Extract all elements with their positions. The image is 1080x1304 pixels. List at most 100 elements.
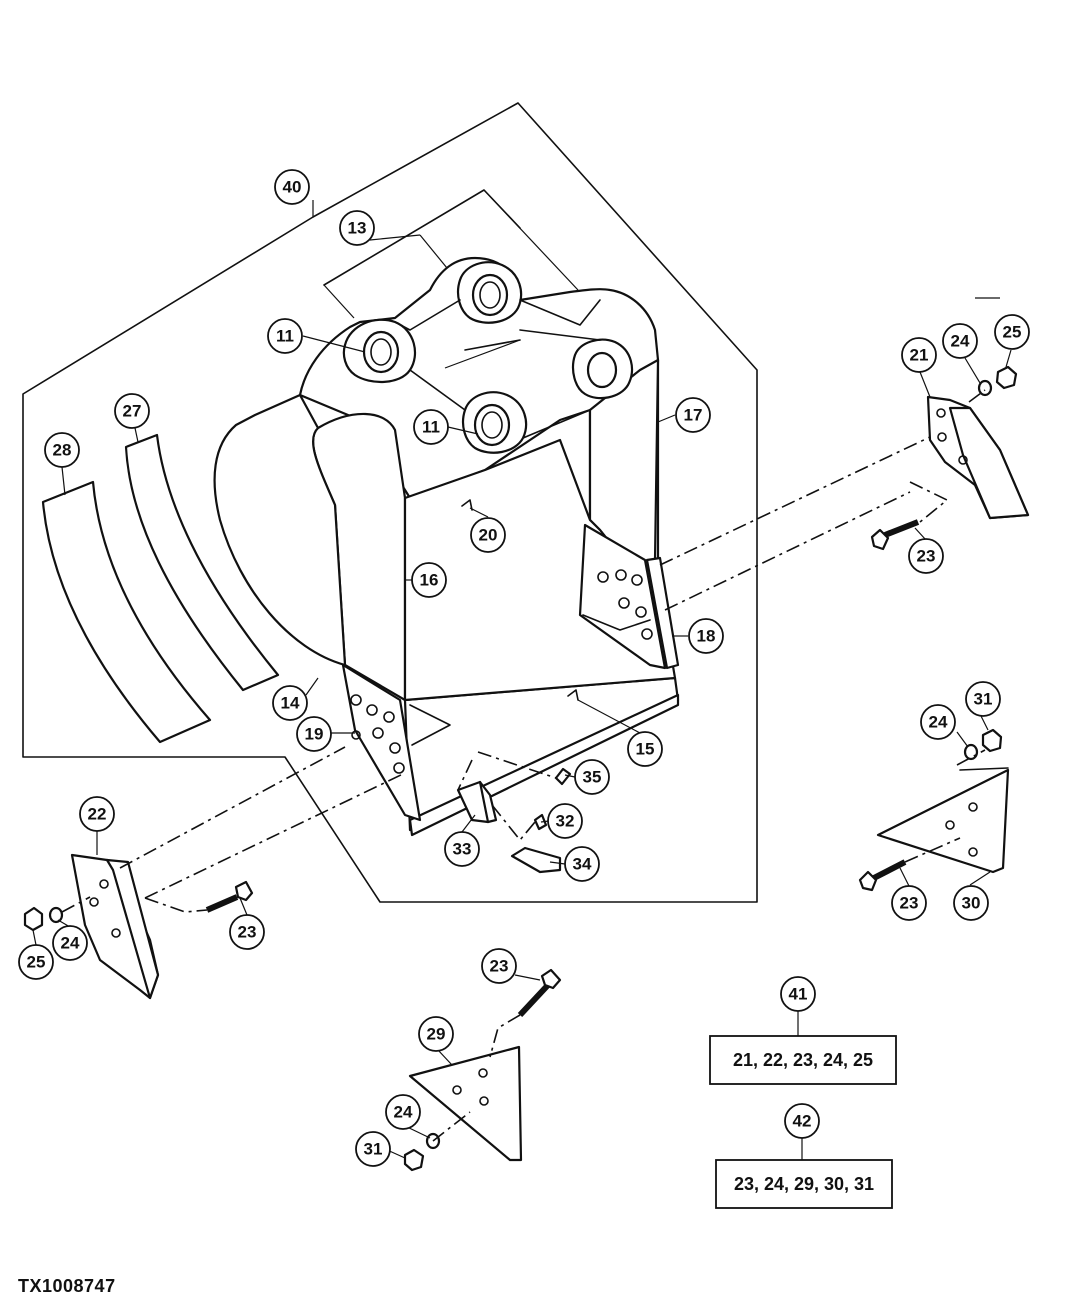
svg-text:14: 14 [281, 694, 300, 713]
side-plate-29 [408, 1045, 523, 1162]
svg-text:25: 25 [1003, 323, 1022, 342]
callout-31-right[interactable]: 31 [965, 681, 1001, 717]
bolt-23-right [870, 519, 920, 551]
svg-text:30: 30 [962, 894, 981, 913]
phantom-tooth-upper [477, 751, 557, 779]
svg-text:15: 15 [636, 740, 655, 759]
callout-16[interactable]: 16 [411, 562, 447, 598]
phantom-washer-22 [61, 896, 91, 913]
callout-11-upper[interactable]: 11 [267, 318, 303, 354]
callout-22[interactable]: 22 [79, 796, 115, 832]
svg-text:21: 21 [910, 346, 929, 365]
svg-text:23: 23 [238, 923, 257, 942]
svg-text:41: 41 [789, 985, 808, 1004]
callout-24-right-upper[interactable]: 24 [942, 323, 978, 359]
phantom-left-bolt [144, 897, 208, 913]
svg-text:23: 23 [490, 957, 509, 976]
callout-32[interactable]: 32 [547, 803, 583, 839]
bolt-23-left [205, 880, 254, 913]
leader-13-d [483, 189, 579, 291]
callout-23-lower[interactable]: 23 [481, 948, 517, 984]
callout-41[interactable]: 41 [780, 976, 816, 1012]
svg-text:34: 34 [573, 855, 592, 874]
callout-35[interactable]: 35 [574, 759, 610, 795]
callout-42[interactable]: 42 [784, 1103, 820, 1139]
callout-14[interactable]: 14 [272, 685, 308, 721]
svg-text:16: 16 [420, 571, 439, 590]
phantom-bolt-30 [904, 837, 961, 863]
phantom-washer-30 [956, 749, 986, 766]
svg-text:23, 24, 29, 30, 31: 23, 24, 29, 30, 31 [734, 1174, 874, 1194]
callout-20[interactable]: 20 [470, 517, 506, 553]
kit-box-41: 21, 22, 23, 24, 25 [709, 1035, 897, 1085]
centerline-right-upper [659, 436, 931, 566]
side-cutter-21 [926, 297, 1030, 520]
svg-text:17: 17 [684, 406, 703, 425]
callout-15[interactable]: 15 [627, 731, 663, 767]
svg-text:35: 35 [583, 768, 602, 787]
svg-text:31: 31 [364, 1140, 383, 1159]
svg-text:33: 33 [453, 840, 472, 859]
phantom-washer-21 [968, 389, 986, 403]
centerline-left-lower [144, 772, 406, 899]
side-cutter-22 [70, 853, 160, 1000]
hardware-right-upper [977, 365, 1018, 397]
hardware-right-mid [963, 728, 1003, 761]
callout-24-left[interactable]: 24 [52, 925, 88, 961]
callout-25-right[interactable]: 25 [994, 314, 1030, 350]
callout-24-lower[interactable]: 24 [385, 1094, 421, 1130]
svg-text:13: 13 [348, 219, 367, 238]
callout-13[interactable]: 13 [339, 210, 375, 246]
callout-34[interactable]: 34 [564, 846, 600, 882]
callout-17[interactable]: 17 [675, 397, 711, 433]
side-plate-30 [876, 767, 1010, 874]
leader-lines [32, 200, 1012, 1160]
hardware-left [23, 906, 64, 932]
leader-13-a [323, 284, 355, 319]
callout-30[interactable]: 30 [953, 885, 989, 921]
callout-28[interactable]: 28 [44, 432, 80, 468]
callout-18[interactable]: 18 [688, 618, 724, 654]
svg-text:23: 23 [900, 894, 919, 913]
leader-13-c [419, 234, 448, 269]
callout-25-left[interactable]: 25 [18, 944, 54, 980]
svg-text:40: 40 [283, 178, 302, 197]
callout-31-lower[interactable]: 31 [355, 1131, 391, 1167]
svg-text:11: 11 [276, 327, 294, 346]
svg-text:18: 18 [697, 627, 716, 646]
kit-box-42: 23, 24, 29, 30, 31 [715, 1159, 893, 1209]
wear-strip-27 [124, 433, 280, 692]
callout-23-right[interactable]: 23 [908, 538, 944, 574]
callout-21[interactable]: 21 [901, 337, 937, 373]
svg-text:24: 24 [394, 1103, 413, 1122]
svg-text:32: 32 [556, 812, 575, 831]
callout-40[interactable]: 40 [274, 169, 310, 205]
callout-23-mid[interactable]: 23 [891, 885, 927, 921]
figure-id-label: TX1008747 [18, 1276, 116, 1296]
svg-text:24: 24 [61, 934, 80, 953]
centerline-left-upper [119, 746, 346, 869]
bolt-23-mid [858, 859, 907, 892]
svg-text:23: 23 [917, 547, 936, 566]
callout-24-right-mid[interactable]: 24 [920, 704, 956, 740]
wear-strip-28 [41, 480, 212, 744]
callout-27[interactable]: 27 [114, 393, 150, 429]
svg-text:31: 31 [974, 690, 993, 709]
svg-text:24: 24 [929, 713, 948, 732]
phantom-bolt-29 [489, 1014, 521, 1058]
svg-text:28: 28 [53, 441, 72, 460]
svg-text:20: 20 [479, 526, 498, 545]
svg-text:22: 22 [88, 805, 107, 824]
group-boundary-40 [22, 102, 758, 903]
callout-11-lower[interactable]: 11 [413, 409, 449, 445]
callout-29[interactable]: 29 [418, 1016, 454, 1052]
callout-23-left[interactable]: 23 [229, 914, 265, 950]
callout-19[interactable]: 19 [296, 716, 332, 752]
phantom-tooth-lower [457, 759, 473, 791]
phantom-tooth-pin [491, 804, 536, 842]
centerline-right-lower [664, 491, 911, 611]
callout-33[interactable]: 33 [444, 831, 480, 867]
svg-text:25: 25 [27, 953, 46, 972]
phantom-washer-29 [432, 1111, 471, 1142]
